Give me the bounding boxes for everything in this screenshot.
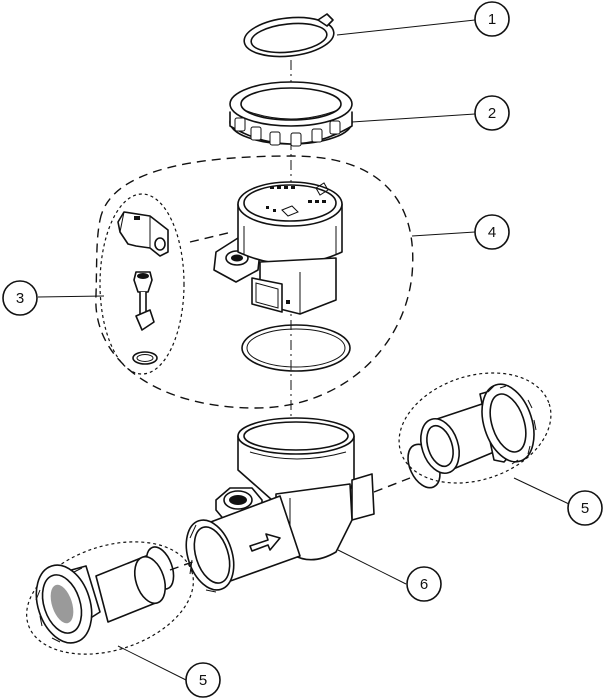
union-right-axis xyxy=(373,477,411,493)
callout-1: 1 xyxy=(474,1,510,37)
part-o-ring-large xyxy=(241,324,351,372)
part-locking-ring xyxy=(229,81,353,147)
part-union-right xyxy=(407,383,537,489)
callout-5-left-label: 5 xyxy=(199,672,207,689)
callout-5-right-label: 5 xyxy=(581,500,589,517)
union-left-axis xyxy=(169,559,199,571)
part-union-left xyxy=(35,546,175,644)
callout-2-label: 2 xyxy=(488,105,496,122)
callout-4: 4 xyxy=(474,214,510,250)
callout-4-label: 4 xyxy=(488,224,496,241)
group-5-right-boundary xyxy=(398,372,552,484)
callout-5-left: 5 xyxy=(185,662,221,698)
callout-1-label: 1 xyxy=(488,11,496,28)
part-tee-body xyxy=(185,417,375,593)
callout-3-label: 3 xyxy=(16,290,24,307)
callout-6: 6 xyxy=(406,566,442,602)
part-handle-assembly xyxy=(117,211,169,365)
leader-lines xyxy=(37,19,570,681)
callout-2: 2 xyxy=(474,95,510,131)
group-3-boundary xyxy=(99,193,185,375)
group-4-boundary xyxy=(95,155,414,409)
part-valve-housing xyxy=(189,181,343,315)
group-5-left-boundary xyxy=(26,541,194,655)
callout-6-label: 6 xyxy=(420,576,428,593)
part-lid xyxy=(243,13,335,58)
callout-5-right: 5 xyxy=(567,490,603,526)
callout-3: 3 xyxy=(2,280,38,316)
